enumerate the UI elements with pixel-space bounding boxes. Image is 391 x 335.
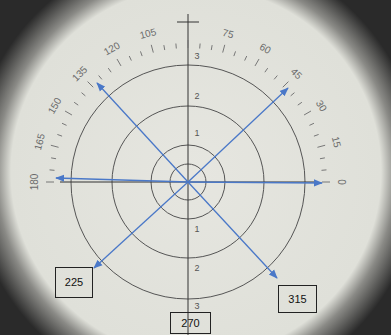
ring-number: 3	[194, 302, 199, 311]
tick	[304, 111, 311, 115]
tick	[274, 76, 277, 80]
degree-label: 30	[313, 98, 327, 113]
ring-number: 1	[194, 225, 199, 234]
tick	[50, 169, 55, 170]
tick	[88, 82, 94, 88]
degree-ticks	[46, 40, 330, 182]
tick	[223, 45, 225, 53]
ring-number: 1	[194, 129, 199, 138]
degree-label: 120	[102, 41, 121, 58]
degree-label: 15	[330, 136, 343, 149]
tick	[320, 157, 325, 159]
tick	[99, 76, 102, 80]
tick	[151, 45, 153, 53]
tick	[46, 182, 54, 183]
tick	[255, 59, 259, 66]
tick	[291, 93, 295, 96]
tick	[283, 82, 289, 88]
tick	[322, 182, 330, 183]
tick	[51, 157, 56, 159]
degree-label: 135	[70, 64, 89, 83]
ring-number: 2	[194, 92, 199, 101]
degree-label: 150	[47, 96, 64, 115]
ring-number: 2	[194, 264, 199, 273]
tick	[309, 123, 314, 125]
tick	[57, 134, 62, 136]
degree-label: 105	[139, 27, 158, 41]
tick	[108, 68, 111, 72]
value-box: 315	[278, 285, 317, 313]
tick	[129, 56, 131, 61]
ring-number: 3	[194, 52, 199, 61]
direction-arrows	[56, 83, 322, 278]
crosshair	[60, 14, 318, 335]
tick	[188, 40, 189, 48]
tick	[199, 44, 200, 49]
tick	[163, 45, 165, 50]
tick	[314, 134, 319, 136]
tick	[74, 102, 78, 105]
degree-label: 180	[30, 174, 40, 191]
tick	[51, 145, 59, 147]
tick	[234, 51, 236, 56]
box-value: 225	[65, 277, 83, 288]
tick	[321, 169, 326, 170]
value-box: 270	[170, 312, 211, 334]
box-value: 315	[288, 294, 306, 305]
tick	[82, 93, 86, 96]
degree-label: 0	[336, 179, 346, 185]
tick	[211, 45, 213, 50]
tick	[117, 59, 121, 66]
degree-label: 45	[289, 66, 304, 81]
tick	[245, 56, 247, 61]
degree-label: 75	[221, 28, 234, 41]
tick	[62, 123, 67, 125]
tick	[65, 111, 72, 115]
value-box: 225	[55, 267, 93, 298]
tick	[265, 68, 268, 72]
degree-label: 60	[257, 42, 272, 56]
tick	[317, 145, 325, 147]
degree-label: 165	[33, 133, 47, 152]
tick	[298, 102, 302, 105]
tick	[140, 51, 142, 56]
box-value: 270	[181, 318, 199, 329]
tick	[175, 44, 176, 49]
